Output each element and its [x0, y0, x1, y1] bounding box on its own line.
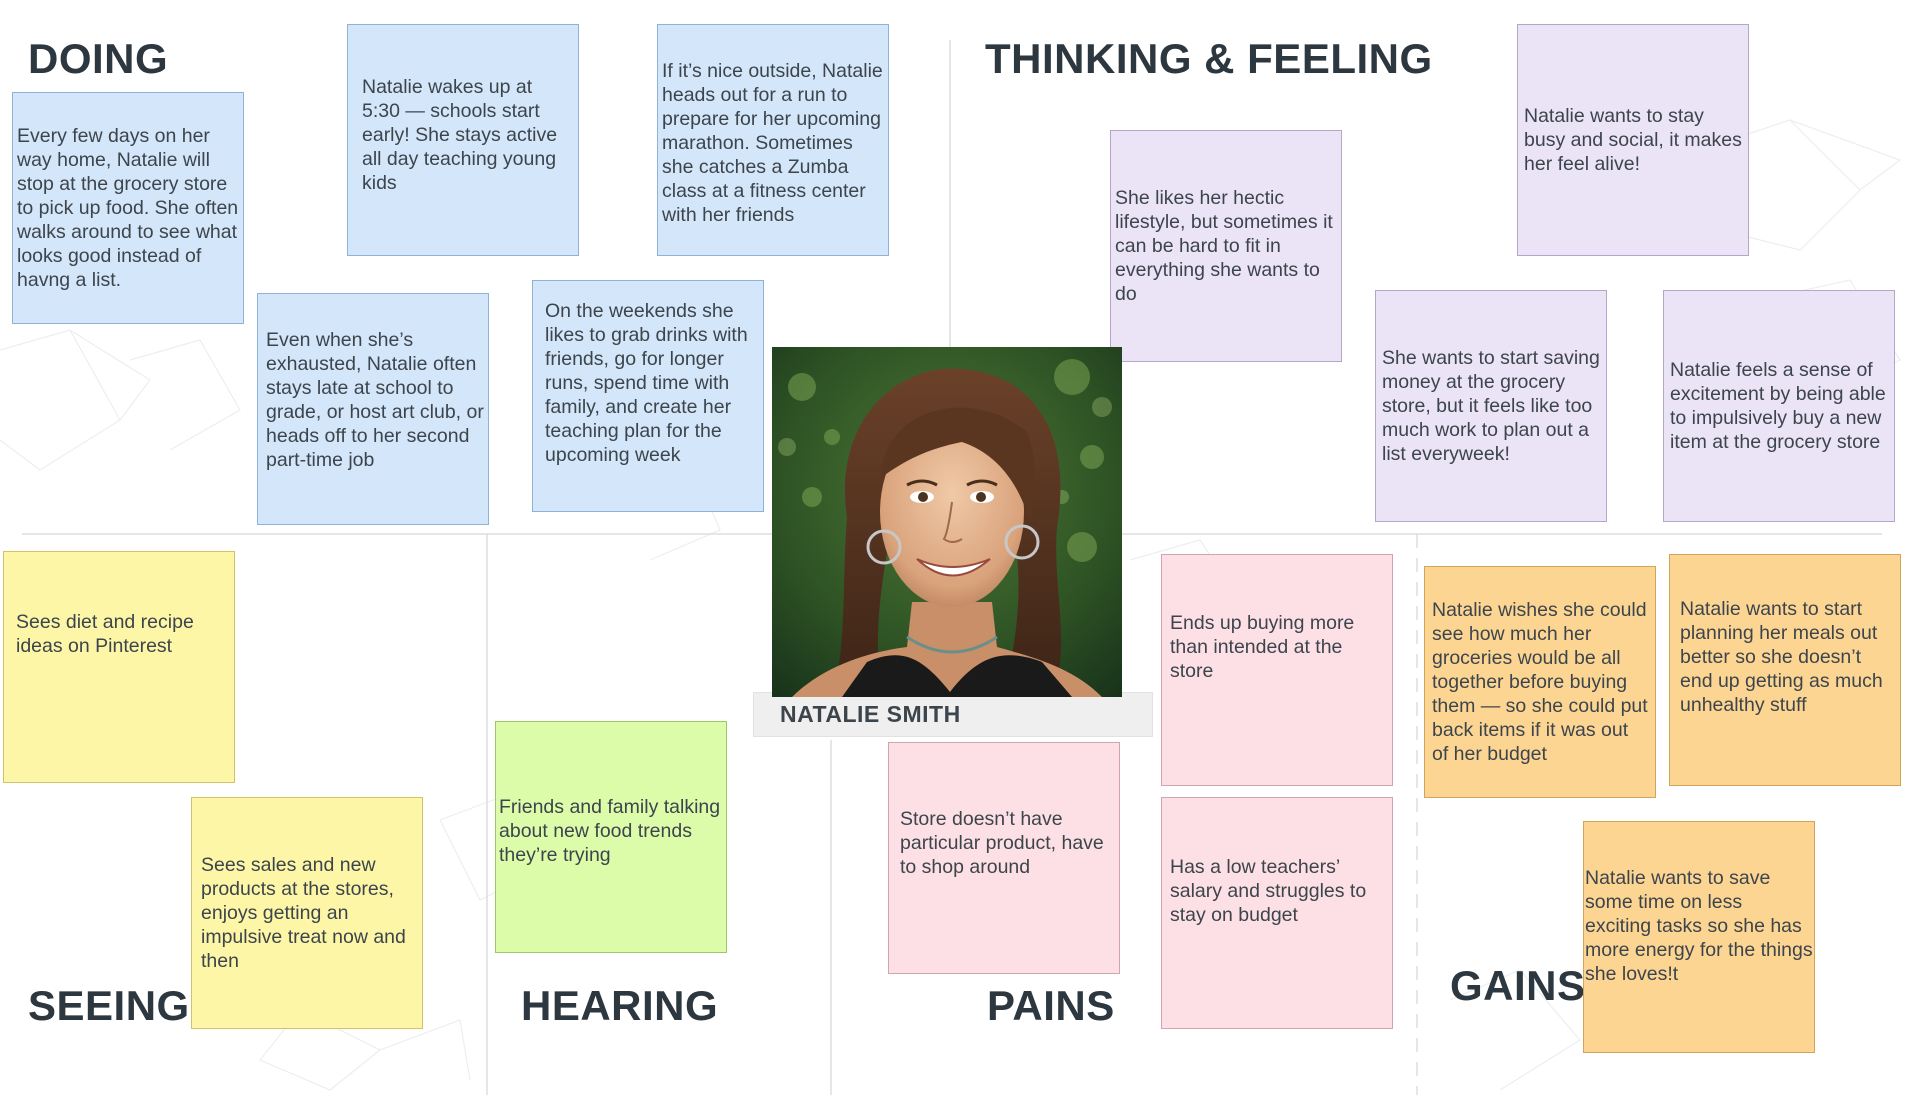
doing-note[interactable]: Even when she’s exhausted, Natalie often… [257, 293, 489, 525]
note-text: Natalie wants to start planning her meal… [1680, 598, 1883, 716]
section-title-doing: DOING [28, 35, 169, 82]
pains-note[interactable]: Has a low teachers’ salary and struggles… [1161, 797, 1393, 1029]
doing-note[interactable]: Every few days on her way home, Natalie … [12, 92, 244, 324]
hearing-note[interactable]: Friends and family talking about new foo… [495, 721, 727, 953]
gains-note[interactable]: Natalie wants to save some time on less … [1583, 821, 1815, 1053]
doing-note[interactable]: If it’s nice outside, Natalie heads out … [657, 24, 889, 256]
seeing-note[interactable]: Sees sales and new products at the store… [191, 797, 423, 1029]
persona-portrait-illustration [772, 347, 1122, 697]
gains-note[interactable]: Natalie wishes she could see how much he… [1424, 566, 1656, 798]
note-text: Sees sales and new products at the store… [201, 854, 406, 972]
note-text: She wants to start saving money at the g… [1382, 347, 1600, 465]
note-text: Friends and family talking about new foo… [499, 796, 721, 866]
note-text: Has a low teachers’ salary and struggles… [1170, 856, 1367, 926]
thinking-note[interactable]: She likes her hectic lifestyle, but some… [1110, 130, 1342, 362]
note-text: Even when she’s exhausted, Natalie often… [266, 329, 484, 471]
note-text: Natalie wants to stay busy and social, i… [1524, 105, 1742, 175]
note-text: On the weekends she likes to grab drinks… [545, 300, 748, 466]
section-title-pains: PAINS [987, 982, 1115, 1029]
doing-note[interactable]: Natalie wakes up at 5:30 — schools start… [347, 24, 579, 256]
gains-note[interactable]: Natalie wants to start planning her meal… [1669, 554, 1901, 786]
persona-name: NATALIE SMITH [780, 701, 961, 727]
note-text: She likes her hectic lifestyle, but some… [1115, 187, 1333, 305]
doing-note[interactable]: On the weekends she likes to grab drinks… [532, 280, 764, 512]
note-text: Natalie feels a sense of excitement by b… [1670, 359, 1886, 453]
note-text: Store doesn’t have particular product, h… [900, 808, 1104, 878]
persona-photo [772, 347, 1122, 697]
persona-name-plate [753, 692, 1153, 737]
section-title-thinking-feeling: THINKING & FEELING [985, 35, 1433, 82]
note-text: Ends up buying more than intended at the… [1170, 612, 1355, 682]
note-text: Natalie wakes up at 5:30 — schools start… [362, 76, 558, 194]
note-text: Sees diet and recipe ideas on Pinterest [16, 611, 194, 657]
thinking-note[interactable]: She wants to start saving money at the g… [1375, 290, 1607, 522]
note-text: Natalie wants to save some time on less … [1585, 867, 1813, 985]
pains-note[interactable]: Ends up buying more than intended at the… [1161, 554, 1393, 786]
pains-note[interactable]: Store doesn’t have particular product, h… [888, 742, 1120, 974]
note-text: If it’s nice outside, Natalie heads out … [662, 60, 883, 226]
seeing-note[interactable]: Sees diet and recipe ideas on Pinterest [3, 551, 235, 783]
note-text: Natalie wishes she could see how much he… [1432, 599, 1648, 765]
note-text: Every few days on her way home, Natalie … [17, 125, 239, 291]
thinking-note[interactable]: Natalie wants to stay busy and social, i… [1517, 24, 1749, 256]
section-title-seeing: SEEING [28, 982, 190, 1029]
section-title-gains: GAINS [1450, 962, 1586, 1009]
section-title-hearing: HEARING [521, 982, 719, 1029]
thinking-note[interactable]: Natalie feels a sense of excitement by b… [1663, 290, 1895, 522]
